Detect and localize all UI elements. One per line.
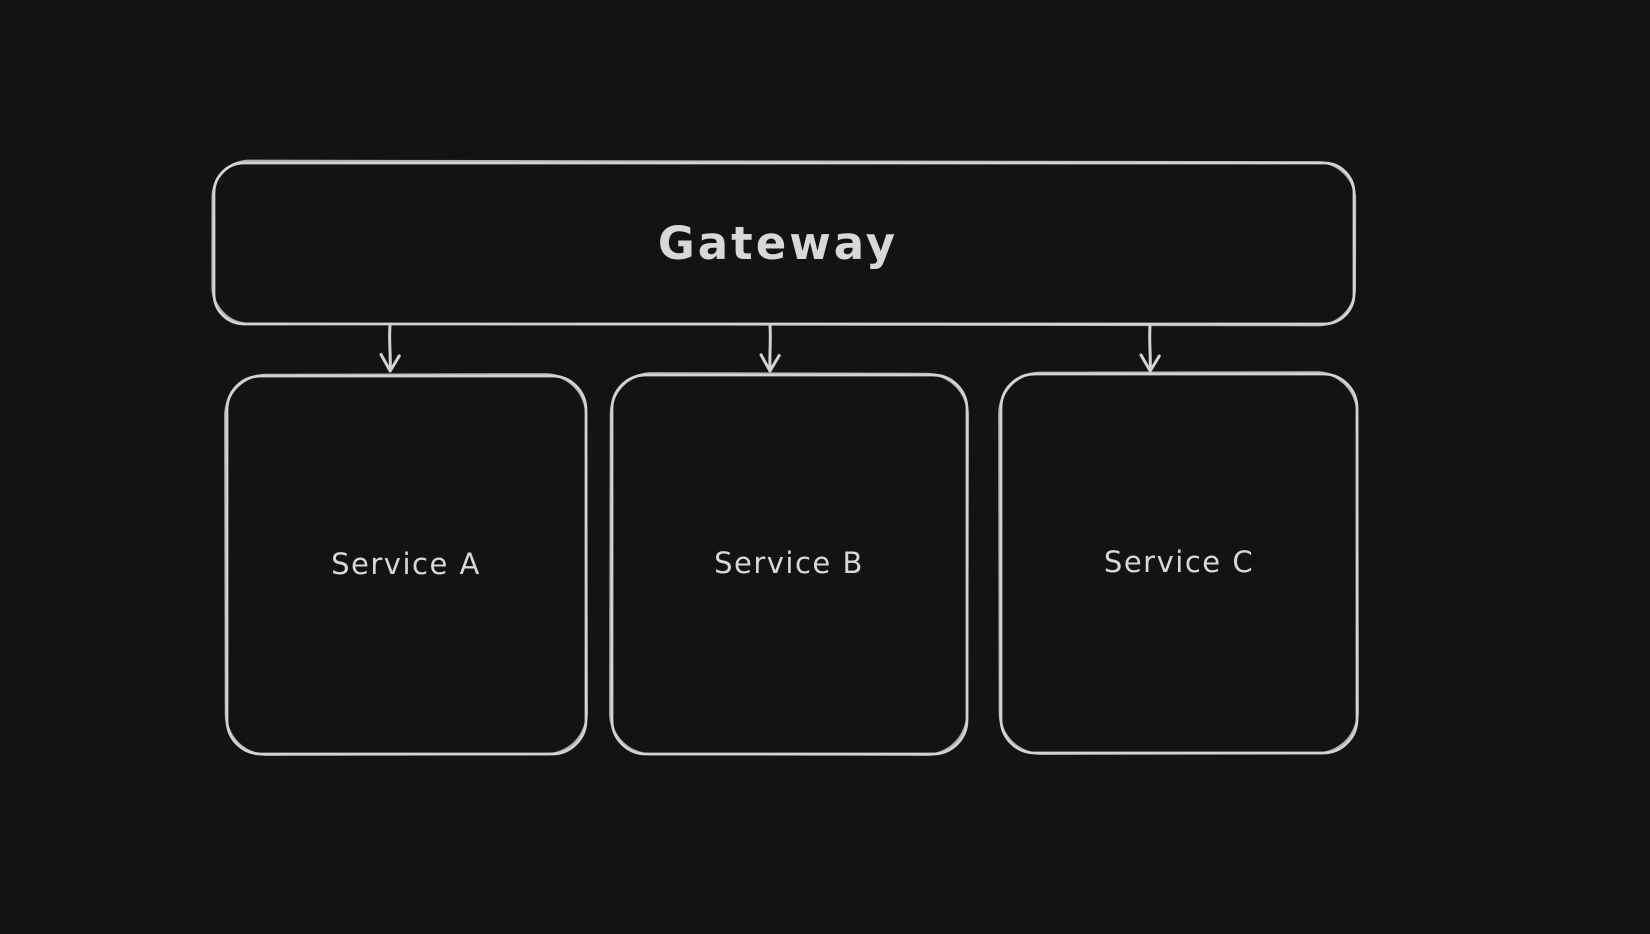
node-label-gateway[interactable]: Gateway [658, 217, 898, 270]
node-label-service-b[interactable]: Service B [714, 546, 864, 580]
arrow-gateway-to-service-a[interactable] [379, 324, 401, 373]
node-service-a[interactable]: Service A [224, 373, 588, 756]
arrow-stem [1148, 324, 1152, 371]
node-service-c[interactable]: Service C [998, 371, 1359, 755]
node-service-b[interactable]: Service B [609, 372, 969, 756]
arrow-head-icon [379, 353, 401, 373]
arrow-stem [388, 324, 392, 371]
node-outline-overdraw [609, 372, 969, 756]
arrow-head-icon [1139, 353, 1161, 373]
arrow-gateway-to-service-c[interactable] [1139, 324, 1161, 373]
node-outline-overdraw [224, 373, 588, 756]
node-gateway[interactable]: Gateway [211, 159, 1357, 327]
node-label-service-c[interactable]: Service C [1104, 545, 1254, 579]
arrow-head-icon [759, 353, 781, 373]
node-outline-overdraw [998, 371, 1359, 755]
node-outline-overdraw [211, 159, 1357, 327]
arrow-gateway-to-service-b[interactable] [759, 324, 781, 373]
node-label-service-a[interactable]: Service A [331, 547, 481, 581]
